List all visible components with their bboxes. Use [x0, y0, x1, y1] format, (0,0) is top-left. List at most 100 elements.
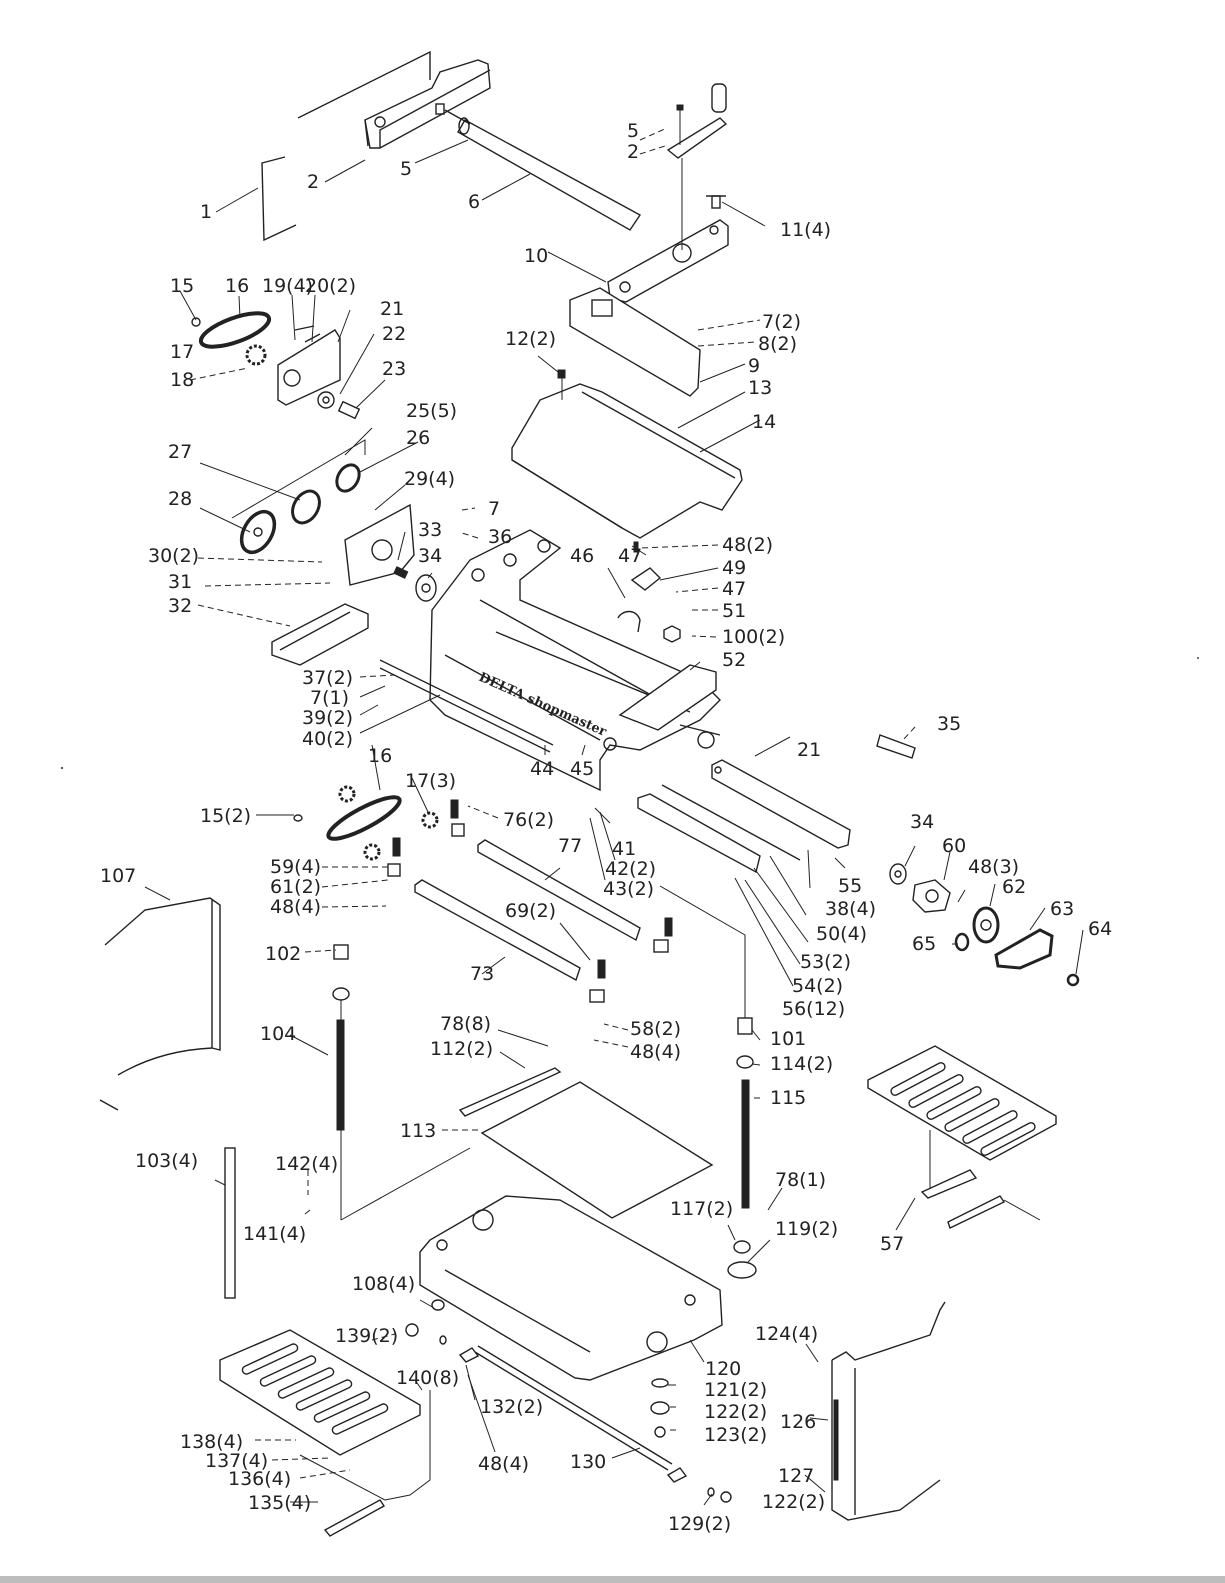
label-15: 15 [170, 275, 194, 297]
tray-32-part [271, 603, 369, 666]
label-52: 52 [722, 649, 746, 671]
chip-deflector-part [569, 287, 701, 397]
label-138: 138(4) [180, 1431, 243, 1453]
label-2: 2 [307, 171, 319, 193]
label-35: 35 [937, 713, 961, 735]
label-123: 123(2) [704, 1424, 767, 1446]
label-101: 101 [770, 1028, 806, 1050]
label-10: 10 [524, 245, 548, 267]
label-5: 5 [400, 158, 412, 180]
handle-left-part [297, 50, 491, 149]
label-21: 21 [380, 298, 404, 320]
label-135: 135(4) [248, 1492, 311, 1514]
label-57: 57 [880, 1233, 904, 1255]
label-104: 104 [260, 1023, 296, 1045]
cutterhead-21-part [711, 759, 851, 849]
label-59: 59(4) [270, 856, 321, 878]
label-65: 65 [912, 933, 936, 955]
blade-35-part [876, 734, 916, 759]
label-129: 129(2) [668, 1513, 731, 1535]
part-labels: 1 2 5 6 5 2 10 11(4) 15 16 19(4) 20(2) 2… [100, 120, 1112, 1535]
chain-16b-part [293, 785, 439, 861]
label-41: 41 [612, 838, 636, 860]
handle-shaft-part [444, 109, 642, 231]
column-103-part [224, 1147, 236, 1299]
label-18: 18 [170, 369, 194, 391]
label-33: 33 [418, 519, 442, 541]
label-15b: 15(2) [200, 805, 251, 827]
handle-right-part [607, 219, 729, 303]
label-37: 37(2) [302, 667, 353, 689]
label-77: 77 [558, 835, 582, 857]
extension-table-139-part [219, 1329, 421, 1456]
coupling-33-part [393, 566, 409, 579]
label-112: 112(2) [430, 1038, 493, 1060]
label-26: 26 [406, 427, 430, 449]
crank-arm-part [666, 83, 728, 250]
label-102: 102 [265, 943, 301, 965]
label-137: 137(4) [205, 1450, 268, 1472]
small-parts-right-part [617, 541, 681, 643]
label-16: 16 [225, 275, 249, 297]
label-136: 136(4) [228, 1468, 291, 1490]
extension-table-right-part [867, 1045, 1057, 1229]
label-12: 12(2) [505, 328, 556, 350]
label-46: 46 [570, 545, 594, 567]
margin-dot [1197, 657, 1199, 659]
label-121: 121(2) [704, 1379, 767, 1401]
side-cover-126-part [831, 1301, 946, 1521]
label-8: 8(2) [758, 333, 797, 355]
infeed-roller-73-part [414, 879, 605, 1003]
table-113-part [480, 1081, 714, 1219]
label-19: 19(4) [262, 275, 313, 297]
label-117: 117(2) [670, 1198, 733, 1220]
label-76: 76(2) [503, 809, 554, 831]
pulley-65-part [954, 932, 970, 952]
shaft-23-part [337, 400, 361, 420]
label-13: 13 [748, 377, 772, 399]
gear-28-part [239, 509, 277, 555]
label-34: 34 [418, 545, 442, 567]
knife-assembly-part [637, 784, 801, 874]
label-55: 55 [838, 875, 862, 897]
springs-part [387, 799, 673, 979]
label-49: 49 [722, 557, 746, 579]
label-45: 45 [570, 758, 594, 780]
table-extension-52-part [618, 664, 721, 749]
label-7b: 7(2) [762, 311, 801, 333]
lower-rod-130-part [405, 1323, 732, 1503]
label-115: 115 [770, 1087, 806, 1109]
label-62: 62 [1002, 876, 1026, 898]
bearing-22-part [317, 391, 335, 409]
label-17: 17 [170, 341, 194, 363]
label-122b: 122(2) [762, 1491, 825, 1513]
label-122: 122(2) [704, 1401, 767, 1423]
label-39: 39(2) [302, 707, 353, 729]
label-130: 130 [570, 1451, 606, 1473]
label-30: 30(2) [148, 545, 199, 567]
pulley-62-part [972, 906, 1000, 944]
hex-wrench-part [261, 156, 297, 242]
screw-12-part [557, 369, 566, 400]
base-hardware-part [431, 1299, 670, 1438]
label-47: 47 [722, 578, 746, 600]
bottom-scan-border [0, 1576, 1225, 1583]
label-107: 107 [100, 865, 136, 887]
label-73: 73 [470, 963, 494, 985]
label-5b: 5 [627, 120, 639, 142]
gear-27-part [291, 489, 321, 525]
label-6: 6 [468, 191, 480, 213]
gear-26-part [335, 463, 361, 493]
label-119: 119(2) [775, 1218, 838, 1240]
label-51: 51 [722, 600, 746, 622]
label-2b: 2 [627, 141, 639, 163]
bracket-135-part [299, 1390, 431, 1537]
label-108: 108(4) [352, 1273, 415, 1295]
gear-plate-21-part [277, 325, 341, 406]
label-27: 27 [168, 441, 192, 463]
label-78a: 78(8) [440, 1013, 491, 1035]
label-22: 22 [382, 323, 406, 345]
label-48c: 48(4) [270, 896, 321, 918]
label-32: 32 [168, 595, 192, 617]
label-34b: 34 [910, 811, 934, 833]
